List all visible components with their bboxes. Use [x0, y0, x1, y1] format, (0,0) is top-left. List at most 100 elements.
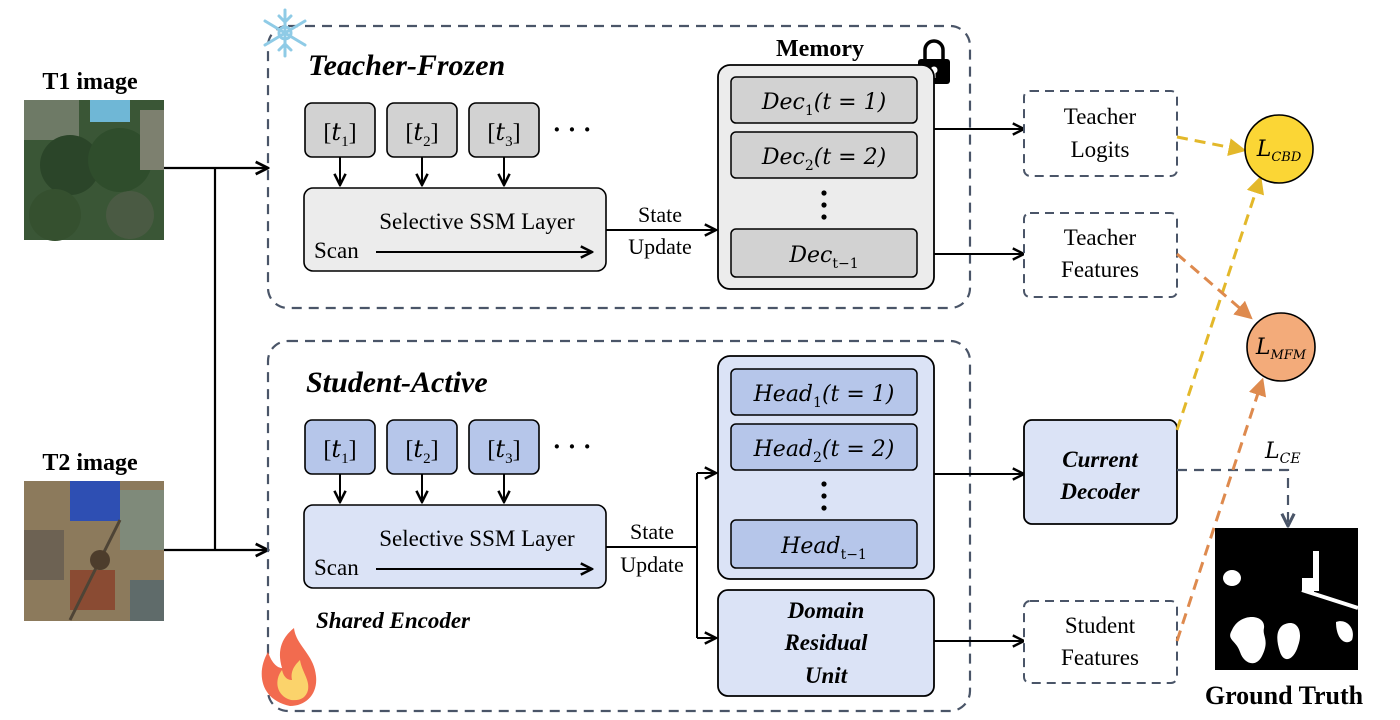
svg-text:Headt−1: Headt−1 [780, 534, 867, 563]
svg-text:Dec1(t = 1): Dec1(t = 1) [761, 90, 886, 119]
token-symbol: t [413, 435, 423, 463]
student-token-2: [t2] [386, 419, 458, 475]
teacher-logits-line1: Teacher [1064, 104, 1137, 129]
svg-text:[t1]: [t1] [323, 435, 356, 467]
current-decoder-line2: Decoder [1059, 479, 1140, 504]
svg-text:[t2]: [t2] [405, 435, 438, 467]
memory-dec-last: Dect−1 [730, 228, 918, 278]
student-features-line1: Student [1065, 613, 1136, 638]
head-arg: (t = 2) [822, 437, 894, 462]
head-last: Headt−1 [730, 519, 918, 569]
token-sub: 1 [341, 134, 349, 150]
token-symbol: t [413, 118, 423, 146]
input-connectors [164, 168, 268, 550]
student-ssm-layer: Selective SSM Layer Scan [303, 504, 607, 589]
teacher-title: Teacher-Frozen [308, 49, 505, 82]
student-features-box: Student Features [1023, 600, 1178, 684]
teacher-token-3: [t3] [468, 102, 540, 158]
memory-vertical-ellipsis [821, 190, 827, 220]
token-sub: 3 [505, 134, 513, 150]
cbd-arrow-from-logits [1176, 135, 1247, 157]
token-sub: 1 [341, 451, 349, 467]
mfm-loss-node: LMFM [1246, 312, 1316, 382]
dec-arg: (t = 1) [814, 90, 886, 115]
dec-name: Dec [761, 145, 805, 170]
dec-name: Dec [761, 90, 805, 115]
svg-text:[t2]: [t2] [405, 118, 438, 150]
svg-text:[t1]: [t1] [323, 118, 356, 150]
teacher-ssm-label: Selective SSM Layer [379, 209, 575, 234]
head-sub: 1 [813, 395, 822, 411]
memory-dec-2: Dec2(t = 2) [730, 131, 918, 179]
token-symbol: t [331, 435, 341, 463]
domain-residual-unit: Domain Residual Unit [717, 589, 935, 697]
head-2: Head2(t = 2) [730, 423, 918, 471]
svg-text:Dec2(t = 2): Dec2(t = 2) [761, 145, 886, 174]
head-name: Head [753, 382, 813, 407]
svg-text:[t3]: [t3] [487, 118, 520, 150]
memory-title: Memory [776, 36, 864, 62]
dru-line3: Unit [805, 663, 848, 688]
dec-sub: t−1 [832, 256, 858, 272]
teacher-features-box: Teacher Features [1023, 212, 1178, 298]
svg-text:LCBD: LCBD [1256, 137, 1302, 165]
teacher-token-2: [t2] [386, 102, 458, 158]
teacher-features-line1: Teacher [1064, 225, 1137, 250]
svg-text:LMFM: LMFM [1255, 335, 1307, 363]
head-sub: t−1 [841, 547, 867, 563]
student-token-1: [t1] [304, 419, 376, 475]
student-update-label: Update [620, 552, 684, 577]
student-features-line2: Features [1061, 645, 1139, 670]
mfm-arrow-from-student [1175, 377, 1267, 642]
current-decoder-box: Current Decoder [1023, 419, 1178, 525]
dec-name: Dec [788, 243, 832, 268]
flame-icon [261, 628, 317, 706]
ce-loss-arrow [1177, 468, 1288, 526]
dec-sub: 1 [805, 103, 814, 119]
ground-truth-image [1215, 528, 1359, 670]
teacher-state-label: State [638, 202, 682, 227]
head-arg: (t = 1) [822, 382, 894, 407]
teacher-token-ellipsis: · · · [552, 115, 591, 144]
student-state-label: State [630, 519, 674, 544]
student-token-arrows [340, 474, 504, 502]
t2-image [24, 481, 164, 621]
t1-image-label: T1 image [42, 69, 138, 95]
mfm-arrow-from-teacher [1176, 252, 1253, 320]
cbd-arrow-from-decoder [1175, 175, 1265, 431]
teacher-update-label: Update [628, 234, 692, 259]
student-state-arrows [606, 473, 716, 638]
student-active-region [266, 339, 972, 713]
token-sub: 2 [423, 451, 431, 467]
dru-line1: Domain [787, 598, 865, 623]
t1-image [24, 100, 164, 241]
teacher-scan-label: Scan [314, 238, 359, 263]
svg-text:Head2(t = 2): Head2(t = 2) [753, 437, 895, 466]
ground-truth-label: Ground Truth [1205, 681, 1364, 710]
token-symbol: t [495, 435, 505, 463]
token-sub: 3 [505, 451, 513, 467]
head-name: Head [753, 437, 813, 462]
student-token-ellipsis: · · · [552, 432, 591, 461]
token-sub: 2 [423, 134, 431, 150]
student-scan-label: Scan [314, 555, 359, 580]
student-title: Student-Active [306, 366, 488, 399]
head-1: Head1(t = 1) [730, 368, 918, 416]
svg-text:Dect−1: Dect−1 [788, 243, 858, 272]
snowflake-icon [263, 8, 307, 58]
t2-image-label: T2 image [42, 450, 138, 476]
teacher-frozen-region [266, 24, 972, 310]
student-ssm-label: Selective SSM Layer [379, 526, 575, 551]
head-name: Head [780, 534, 840, 559]
token-symbol: t [331, 118, 341, 146]
teacher-token-arrows [340, 157, 504, 185]
svg-text:Head1(t = 1): Head1(t = 1) [753, 382, 895, 411]
teacher-features-line2: Features [1061, 257, 1139, 282]
shared-encoder-label: Shared Encoder [316, 608, 471, 633]
dec-sub: 2 [805, 158, 814, 174]
token-symbol: t [495, 118, 505, 146]
dru-line2: Residual [783, 630, 868, 655]
memory-dec-1: Dec1(t = 1) [730, 76, 918, 124]
